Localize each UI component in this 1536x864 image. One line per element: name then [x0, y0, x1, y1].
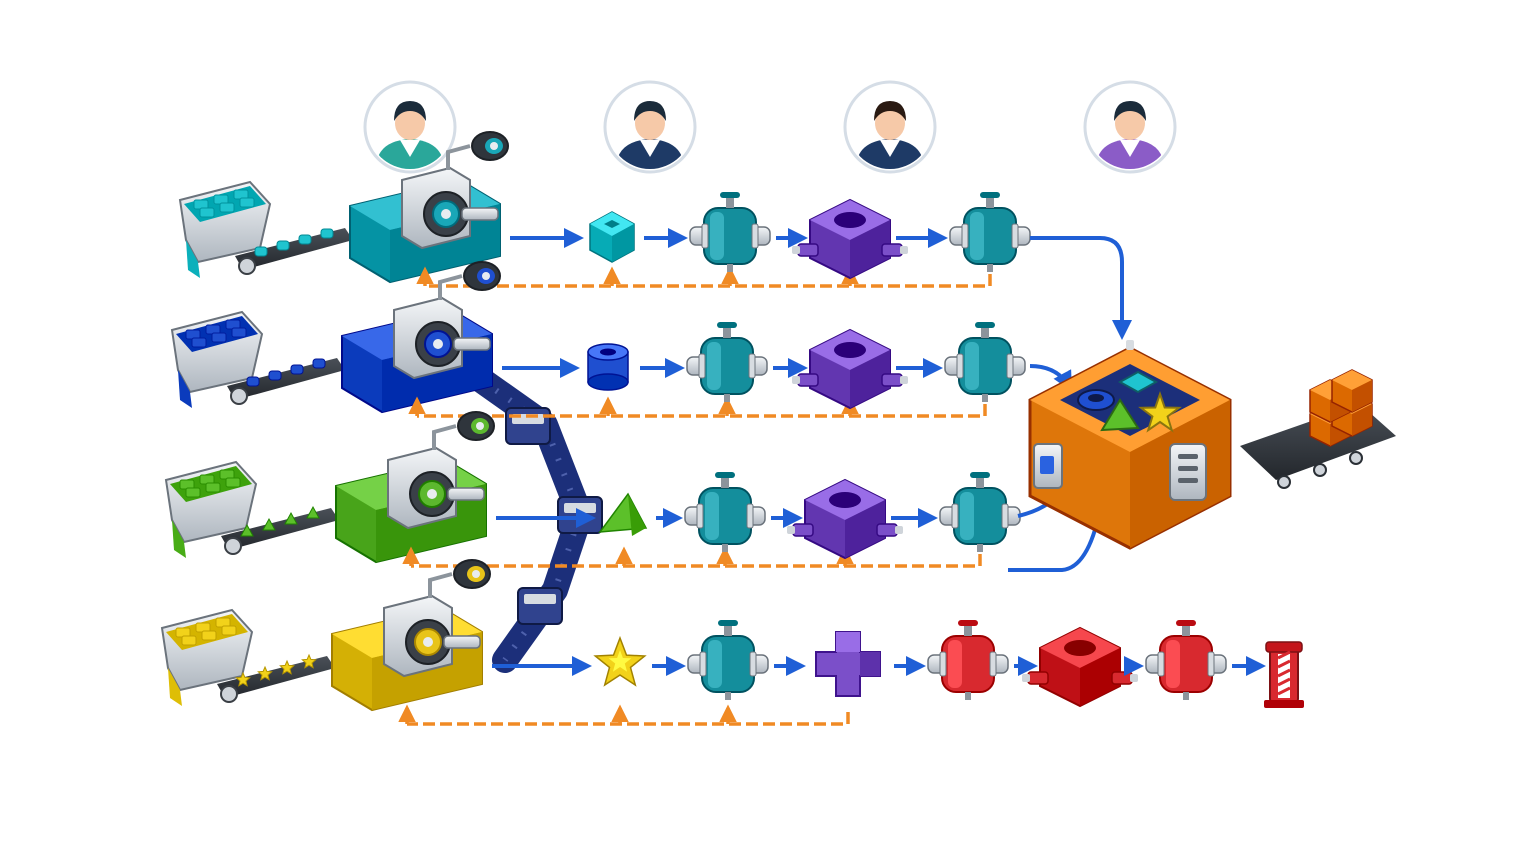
- lane-4: [160, 559, 1304, 726]
- press-machine-icon: [331, 559, 491, 712]
- conveyor-belt-icon: [235, 228, 353, 275]
- filter-module-icon: [792, 198, 908, 280]
- failure-valve-icon: [927, 620, 1009, 700]
- failure-filter-icon: [1022, 626, 1138, 708]
- filter-module-icon: [792, 328, 908, 410]
- valve-module-icon: [686, 322, 768, 402]
- valve-module-icon: [687, 620, 769, 700]
- feedback-loop: [402, 546, 982, 568]
- filter-module-icon: [787, 478, 903, 560]
- conveyor-belt-icon: [227, 358, 345, 405]
- bus-node-icon: [557, 496, 603, 534]
- valve-module-icon: [944, 322, 1026, 402]
- valve-module-icon: [939, 472, 1021, 552]
- product-token-icon: [598, 492, 648, 536]
- output-crates-icon: [1240, 369, 1396, 489]
- valve-module-icon: [949, 192, 1031, 272]
- lanes: [160, 131, 1304, 726]
- stop-barrier-icon: [1264, 641, 1304, 708]
- lane-1: [178, 131, 1031, 288]
- lane-3: [164, 411, 1021, 568]
- person-avatar-icon: [843, 80, 937, 174]
- feedback-loop: [408, 396, 987, 418]
- feedback-loop: [416, 266, 992, 288]
- feedback-loop: [398, 704, 850, 726]
- valve-module-icon: [689, 192, 771, 272]
- person-avatar-icon: [603, 80, 697, 174]
- press-machine-icon: [349, 131, 509, 284]
- press-machine-icon: [341, 261, 501, 414]
- bus-node-icon: [517, 587, 563, 625]
- hopper-icon: [160, 608, 254, 706]
- product-token-icon: [593, 635, 647, 687]
- press-machine-icon: [335, 411, 495, 564]
- product-token-icon: [589, 211, 635, 263]
- hopper-icon: [164, 460, 258, 558]
- conveyor-belt-icon: [217, 653, 335, 703]
- sorting-box-icon: [1028, 340, 1232, 550]
- lane-2: [170, 261, 1026, 418]
- conveyor-belt-icon: [221, 505, 339, 555]
- merge-arrow: [1030, 236, 1132, 340]
- avatar-row: [363, 80, 1177, 174]
- product-token-icon: [587, 343, 629, 391]
- cross-block-icon: [815, 631, 881, 697]
- person-avatar-icon: [1083, 80, 1177, 174]
- failure-valve-icon: [1145, 620, 1227, 700]
- valve-module-icon: [684, 472, 766, 552]
- bus-node-icon: [505, 407, 551, 445]
- person-avatar-icon: [363, 80, 457, 174]
